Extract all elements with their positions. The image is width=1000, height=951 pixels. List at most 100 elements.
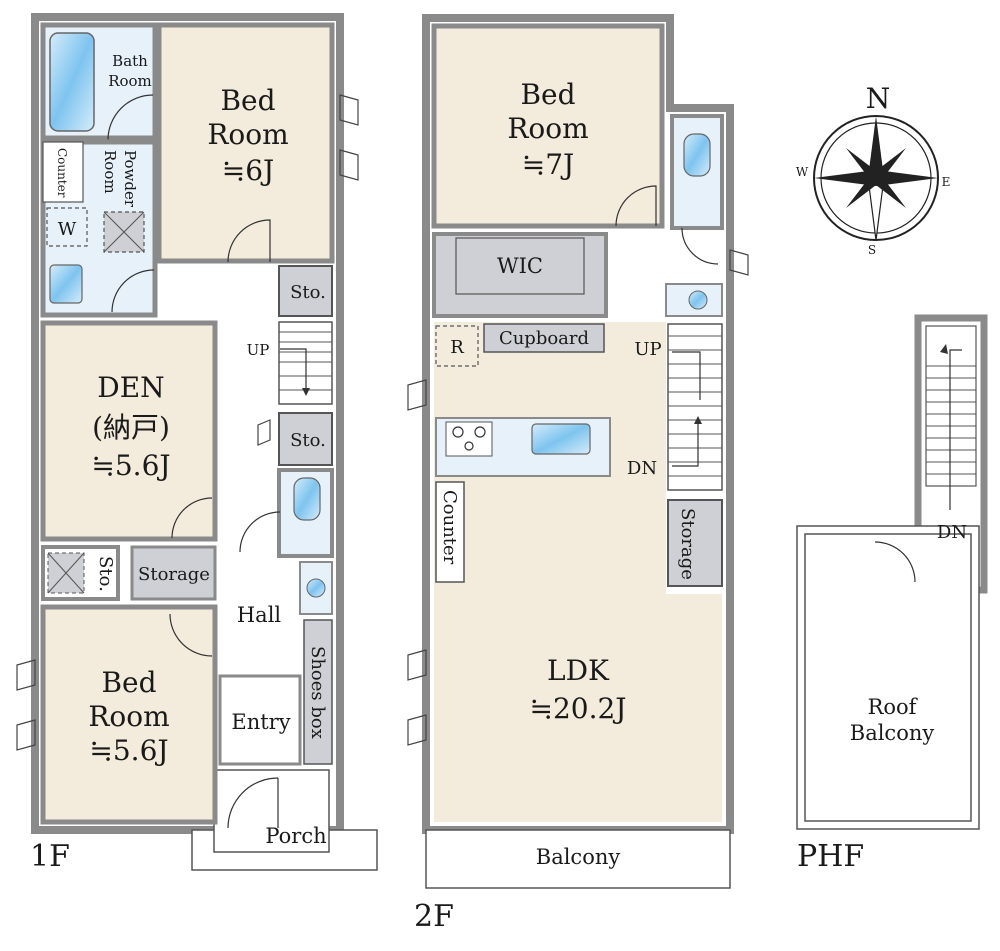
f1-sto-2 <box>278 412 333 466</box>
f2-stair-dn-label: DN <box>627 458 657 479</box>
shoes-box-label: Shoes box <box>307 646 328 739</box>
f1-sto-3-label: Sto. <box>95 556 116 592</box>
f1-shoes-box <box>303 619 333 765</box>
f1-stair-up-label: UP <box>247 341 270 359</box>
floor-1f-label: 1F <box>30 839 70 874</box>
door-swing-icon <box>227 219 271 263</box>
bedroom-6-line2: Room <box>207 118 288 151</box>
f1-sto-1 <box>278 265 333 317</box>
bedroom-6-line1: Bed <box>220 84 275 117</box>
f1-counter-label: Counter <box>55 148 69 198</box>
door-swing-icon <box>615 185 657 227</box>
f1-bedroom-6 <box>156 22 335 264</box>
compass-needle-north <box>868 116 884 178</box>
bedroom-7-area: ≒7J <box>522 148 575 181</box>
f2-cupboard <box>483 323 605 353</box>
refrigerator-label: R <box>450 337 464 358</box>
floor-2f: Bed Room ≒7J WIC R Cupboard Counter UP D… <box>407 14 749 934</box>
bedroom-56-line2: Room <box>88 700 169 733</box>
compass-e-label: E <box>942 175 951 189</box>
window-icon <box>16 659 36 691</box>
f2-storage <box>667 499 723 587</box>
ldk-area: ≒20.2J <box>529 692 626 725</box>
bathroom-line1: Bath <box>112 52 148 70</box>
compass-s-label: S <box>868 243 876 257</box>
compass-w-label: W <box>796 165 809 179</box>
bathroom-line2: Room <box>108 72 152 90</box>
powder-room-line2: Room <box>101 150 119 194</box>
bedroom-7-line1: Bed <box>520 78 575 111</box>
powder-room-line1: Powder <box>121 150 139 208</box>
porch-label: Porch <box>265 824 326 848</box>
f1-sto-2-label: Sto. <box>290 430 326 451</box>
f1-porch-area <box>213 769 330 853</box>
f2-counter-label: Counter <box>439 490 460 565</box>
window-icon <box>407 379 427 411</box>
f2-stair-up-label: UP <box>634 339 661 360</box>
den-line1: DEN <box>97 371 164 404</box>
window-icon <box>339 94 359 126</box>
door-swing-icon <box>171 497 213 539</box>
wic-label: WIC <box>497 254 543 278</box>
window-icon <box>407 714 427 746</box>
f2-stair <box>667 323 723 491</box>
f1-storage <box>130 545 217 601</box>
bedroom-6-area: ≒6J <box>222 154 275 187</box>
hall-label: Hall <box>237 603 282 627</box>
stove-icon <box>445 421 493 457</box>
door-swing-icon <box>111 269 155 313</box>
floor-phf-label: PHF <box>797 839 864 874</box>
f2-storage-label: Storage <box>677 508 698 580</box>
window-icon <box>729 249 749 276</box>
washer-icon <box>46 207 88 247</box>
f1-storage-label: Storage <box>138 564 210 585</box>
den-line2: (納戸) <box>92 411 170 444</box>
f1-stair <box>278 321 333 405</box>
ldk-label: LDK <box>547 654 610 687</box>
balcony-label: Balcony <box>536 845 621 869</box>
f2-balcony <box>425 829 731 889</box>
phf-stair <box>925 325 977 510</box>
f1-sto-1-label: Sto. <box>290 282 326 303</box>
f2-counter <box>435 481 465 583</box>
phf-stair-dn-label: DN <box>937 522 967 543</box>
f1-den <box>40 320 218 542</box>
f2-hand-sink <box>665 283 723 317</box>
floor-2f-label: 2F <box>414 899 454 934</box>
compass: N S E W <box>796 82 951 257</box>
f1-counter <box>42 141 84 203</box>
door-swing-icon <box>169 613 213 657</box>
bathtub-icon <box>49 32 95 132</box>
floor-phf: DN Roof Balcony PHF <box>796 314 988 874</box>
door-swing-icon <box>227 777 279 829</box>
refrigerator-icon <box>435 325 479 367</box>
den-area: ≒5.6J <box>91 449 170 482</box>
window-icon <box>339 149 359 181</box>
roof-balcony-line2: Balcony <box>850 721 935 745</box>
window-icon <box>257 419 271 446</box>
window-icon <box>407 649 427 681</box>
compass-n-label: N <box>866 82 891 115</box>
washer-label: W <box>58 219 77 240</box>
roof-balcony-line1: Roof <box>868 695 919 719</box>
toilet-icon <box>683 133 711 177</box>
floor-1f: Bed Room ≒6J Bath Room Powder Room Count… <box>16 13 378 874</box>
door-swing-icon <box>107 94 154 141</box>
entry-label: Entry <box>231 710 290 734</box>
door-swing-icon <box>239 511 281 553</box>
f1-entry <box>218 674 302 766</box>
f2-bedroom-7 <box>431 23 665 229</box>
bedroom-7-line2: Room <box>507 112 588 145</box>
door-swing-icon <box>681 227 719 265</box>
sink-icon <box>49 264 83 304</box>
f1-bedroom-56 <box>40 604 218 825</box>
bedroom-56-area: ≒5.6J <box>89 734 168 767</box>
bedroom-56-line1: Bed <box>101 666 156 699</box>
window-icon <box>16 719 36 751</box>
toilet-icon <box>293 477 321 521</box>
phf-roof-balcony <box>804 533 972 822</box>
kitchen-sink-icon <box>531 423 591 455</box>
door-swing-icon <box>874 541 916 583</box>
cupboard-label: Cupboard <box>499 328 589 349</box>
